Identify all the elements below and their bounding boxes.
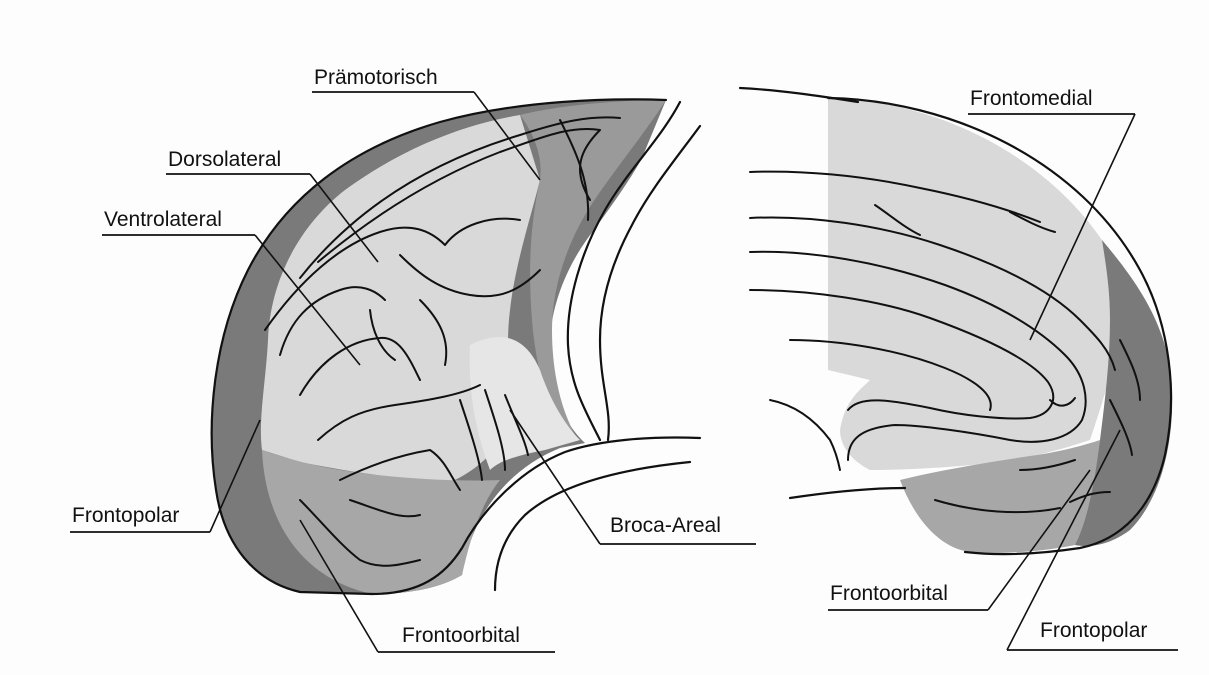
label-frontopolar-medial: Frontopolar [1040, 619, 1147, 642]
label-frontopolar-lateral: Frontopolar [72, 504, 179, 527]
medial-frontomedial-region [828, 98, 1118, 470]
medial-brain-view [740, 88, 1172, 554]
lateral-broca-region [470, 337, 580, 470]
label-dorsolateral: Dorsolateral [168, 148, 281, 171]
label-praemotorisch: Prämotorisch [314, 66, 438, 89]
label-frontomedial: Frontomedial [970, 87, 1093, 110]
genu-contour [770, 400, 840, 470]
medial-top-stub [740, 88, 858, 102]
label-frontoorbital-medial: Frontoorbital [830, 582, 948, 605]
label-frontoorbital-lateral: Frontoorbital [402, 624, 520, 647]
medial-base-line [790, 488, 905, 498]
label-broca: Broca-Areal [610, 514, 721, 537]
label-ventrolateral: Ventrolateral [104, 208, 222, 231]
